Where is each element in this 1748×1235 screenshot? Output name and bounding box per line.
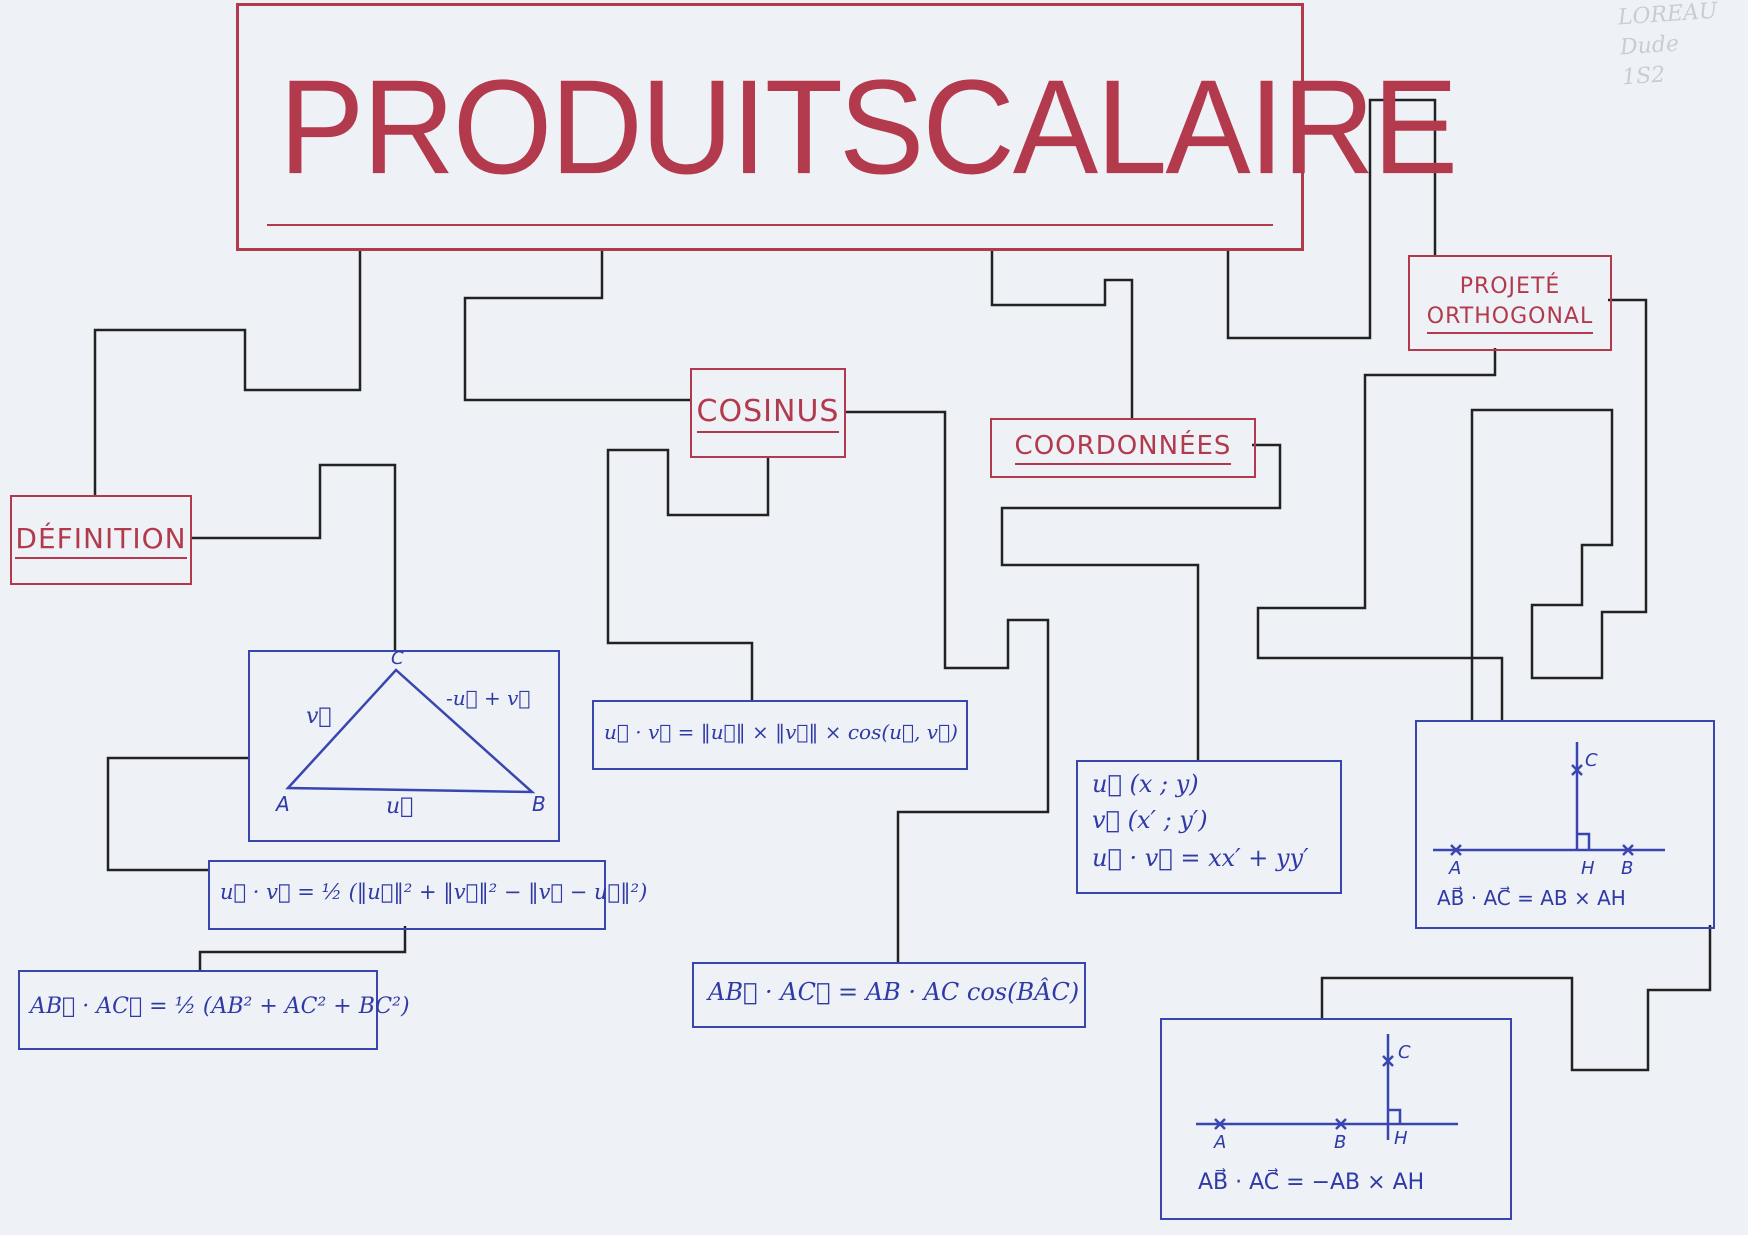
definition-formula-norms: u⃗ · v⃗ = ½ (‖u⃗‖² + ‖v⃗‖² − ‖v⃗ − u⃗‖²) xyxy=(220,880,648,904)
projete-case1-formula: AB⃗ · AC⃗ = AB × AH xyxy=(1437,886,1626,910)
connector-coordonnees-box xyxy=(1000,443,1282,760)
projete-case2-box: C A B H AB⃗ · AC⃗ = −AB × AH xyxy=(1160,1018,1512,1220)
coordonnees-line-v: v⃗ (x′ ; y′) xyxy=(1092,806,1208,834)
section-definition: DÉFINITION xyxy=(10,495,192,585)
section-coordonnees: COORDONNÉES xyxy=(990,418,1256,478)
title-word-1: PRODUIT xyxy=(279,52,843,203)
corner-note: LOREAU Dude 1S2 xyxy=(1617,0,1723,93)
vertex-c: C xyxy=(391,648,404,669)
definition-formula-lengths-box: AB⃗ · AC⃗ = ½ (AB² + AC² + BC²) xyxy=(18,970,410,1050)
connector-title-coordonnees xyxy=(990,248,1134,418)
title-box: PRODUIT SCALAIRE xyxy=(236,3,1458,251)
projete-case1-a: A xyxy=(1449,858,1462,879)
side-ac-label: v⃗ xyxy=(306,704,332,729)
title-underline xyxy=(267,224,1273,226)
cosinus-formula-vectors-box: u⃗ · v⃗ = ‖u⃗‖ × ‖v⃗‖ × cos(u⃗, v⃗) xyxy=(592,700,968,770)
projete-case2-a: A xyxy=(1214,1132,1227,1153)
connector-projete-right xyxy=(1470,298,1648,720)
projete-case2-h: H xyxy=(1394,1128,1408,1149)
projete-case1-h: H xyxy=(1581,858,1595,879)
projete-case2-formula: AB⃗ · AC⃗ = −AB × AH xyxy=(1198,1170,1425,1195)
projete-case1-b: B xyxy=(1621,858,1634,879)
projete-case2-b: B xyxy=(1334,1132,1347,1153)
section-coordonnees-label: COORDONNÉES xyxy=(1014,431,1232,465)
side-bc-label: -u⃗ + v⃗ xyxy=(446,686,531,710)
projete-case1-figure xyxy=(1433,742,1665,856)
coordonnees-line-product: u⃗ · v⃗ = xx′ + yy′ xyxy=(1092,844,1309,872)
vertex-a: A xyxy=(276,792,290,816)
section-projete: PROJETÉ ORTHOGONAL xyxy=(1408,255,1612,351)
definition-formula-lengths: AB⃗ · AC⃗ = ½ (AB² + AC² + BC²) xyxy=(30,994,410,1019)
projete-case1-box: C A H B AB⃗ · AC⃗ = AB × AH xyxy=(1415,720,1715,929)
connector-cosinus-formula1 xyxy=(606,448,770,700)
section-projete-line1: PROJETÉ xyxy=(1459,274,1561,299)
section-cosinus-label: COSINUS xyxy=(696,394,840,433)
connector-title-definition xyxy=(93,248,362,495)
cosinus-formula-points-box: AB⃗ · AC⃗ = AB · AC cos(BÂC) xyxy=(692,962,1086,1028)
connector-projete-case1 xyxy=(1256,348,1504,720)
section-definition-label: DÉFINITION xyxy=(15,522,187,559)
connector-triangle-formula1 xyxy=(106,756,248,872)
projete-case2-c: C xyxy=(1398,1042,1411,1063)
triangle-figure xyxy=(285,668,536,794)
title-word-2: SCALAIRE xyxy=(839,52,1458,203)
cosinus-formula-vectors: u⃗ · v⃗ = ‖u⃗‖ × ‖v⃗‖ × cos(u⃗, v⃗) xyxy=(604,720,958,744)
side-ab-label: u⃗ xyxy=(386,794,414,819)
vertex-b: B xyxy=(532,792,546,816)
projete-case1-c: C xyxy=(1585,750,1598,771)
triangle-box: C A B v⃗ -u⃗ + v⃗ u⃗ xyxy=(248,648,560,842)
connector-case1-case2 xyxy=(1320,925,1712,1072)
connector-definition-triangle xyxy=(190,463,397,650)
section-projete-line2: ORTHOGONAL xyxy=(1426,302,1594,334)
projete-case2-figure xyxy=(1196,1034,1458,1140)
connector-title-projete xyxy=(1226,98,1437,340)
connector-formula1-formula2 xyxy=(198,926,407,970)
coordonnees-line-u: u⃗ (x ; y) xyxy=(1092,770,1199,798)
cosinus-formula-points: AB⃗ · AC⃗ = AB · AC cos(BÂC) xyxy=(708,978,1080,1006)
connector-title-cosinus xyxy=(463,248,690,402)
section-cosinus: COSINUS xyxy=(690,368,846,458)
definition-formula-norms-box: u⃗ · v⃗ = ½ (‖u⃗‖² + ‖v⃗‖² − ‖v⃗ − u⃗‖²) xyxy=(208,860,647,930)
connector-cosinus-formula2 xyxy=(845,410,1050,962)
coordonnees-box: u⃗ (x ; y) v⃗ (x′ ; y′) u⃗ · v⃗ = xx′ + … xyxy=(1076,760,1342,894)
